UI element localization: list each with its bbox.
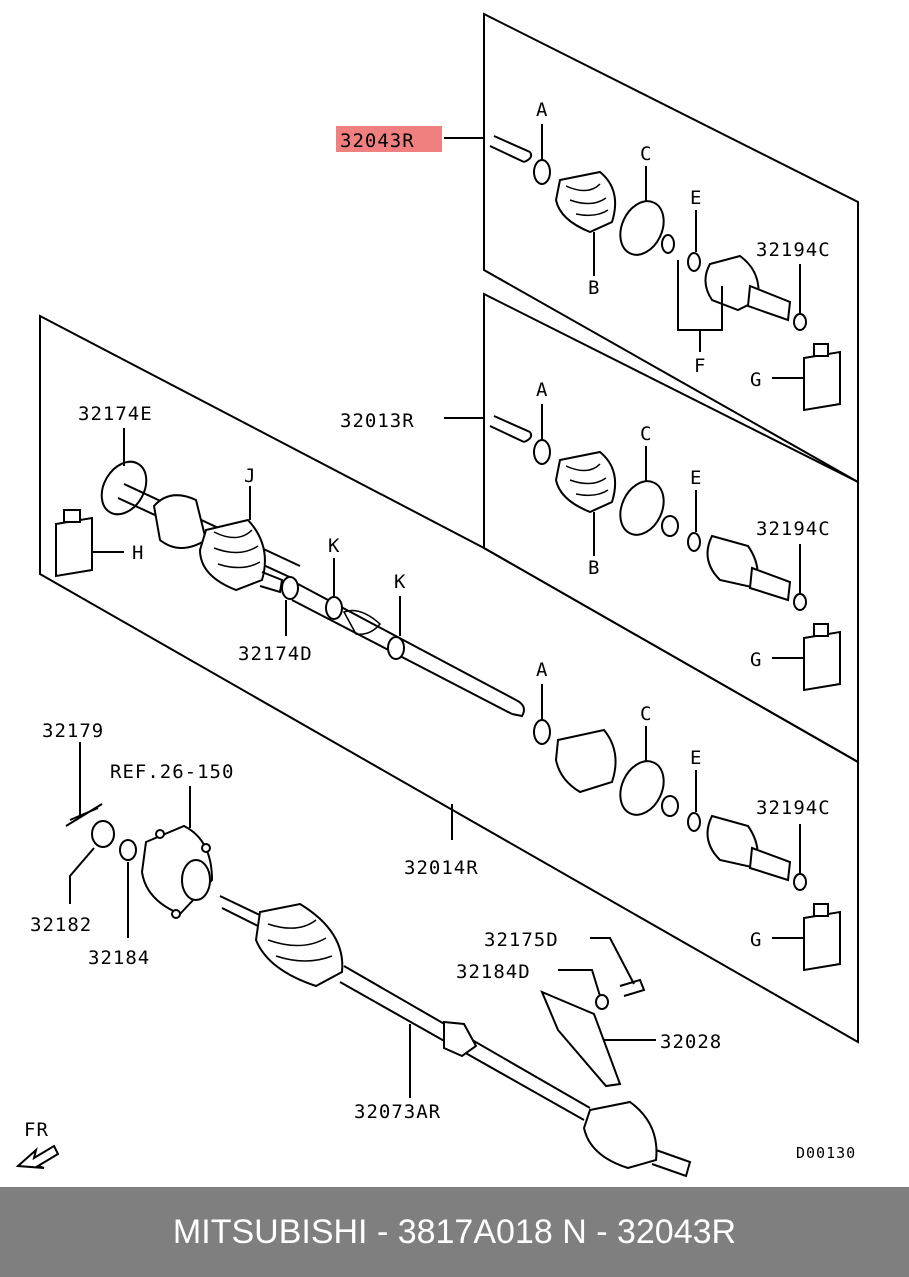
label-32073ar: 32073AR (354, 1101, 441, 1123)
label-32194c-3: 32194C (756, 797, 831, 819)
label-e-3: E (690, 747, 702, 769)
label-e-1: E (690, 187, 702, 209)
label-c-2: C (640, 423, 652, 445)
label-32175d: 32175D (484, 929, 559, 951)
label-k-2: K (394, 571, 406, 593)
highlight-box (336, 126, 442, 152)
label-g-1: G (750, 369, 762, 391)
label-a-3: A (536, 659, 548, 681)
label-b-2: B (588, 557, 600, 579)
label-32194c-1: 32194C (756, 239, 831, 261)
label-32014r: 32014R (404, 857, 479, 879)
label-ref: REF.26-150 (110, 761, 234, 783)
panel-32014r (39, 314, 859, 1044)
label-32184d: 32184D (456, 961, 531, 983)
label-c-1: C (640, 143, 652, 165)
label-c-3: C (640, 703, 652, 725)
label-g-3: G (750, 929, 762, 951)
label-32174e: 32174E (78, 403, 153, 425)
footer-part-number: MITSUBISHI - 3817A018 N - 32043R (172, 1213, 737, 1251)
label-32184: 32184 (88, 947, 150, 969)
label-32013r: 32013R (340, 410, 415, 432)
label-32194c-2: 32194C (756, 518, 831, 540)
label-e-2: E (690, 467, 702, 489)
label-b-1: B (588, 277, 600, 299)
label-h: H (132, 542, 144, 564)
panel2-parts (489, 415, 841, 692)
label-diagram-code: D00130 (796, 1144, 856, 1162)
label-32182: 32182 (30, 914, 92, 936)
footer-bar: MITSUBISHI - 3817A018 N - 32043R (0, 1187, 909, 1277)
label-fr: FR (24, 1119, 49, 1141)
panel1-parts (489, 135, 841, 412)
lower-assembly (65, 803, 692, 1178)
label-g-2: G (750, 649, 762, 671)
label-32028: 32028 (660, 1031, 722, 1053)
leader-lines (15, 124, 804, 1169)
label-j: J (244, 465, 256, 487)
label-k-1: K (328, 535, 340, 557)
label-a-1: A (536, 99, 548, 121)
parts-diagram: 32043R 32013R 32014R 32073AR 32174E 3217… (15, 12, 859, 1178)
label-f: F (694, 355, 706, 377)
panel3-parts (55, 460, 841, 972)
label-32179: 32179 (42, 720, 104, 742)
label-32174d: 32174D (238, 643, 313, 665)
label-a-2: A (536, 379, 548, 401)
label-32043r: 32043R (340, 130, 415, 152)
